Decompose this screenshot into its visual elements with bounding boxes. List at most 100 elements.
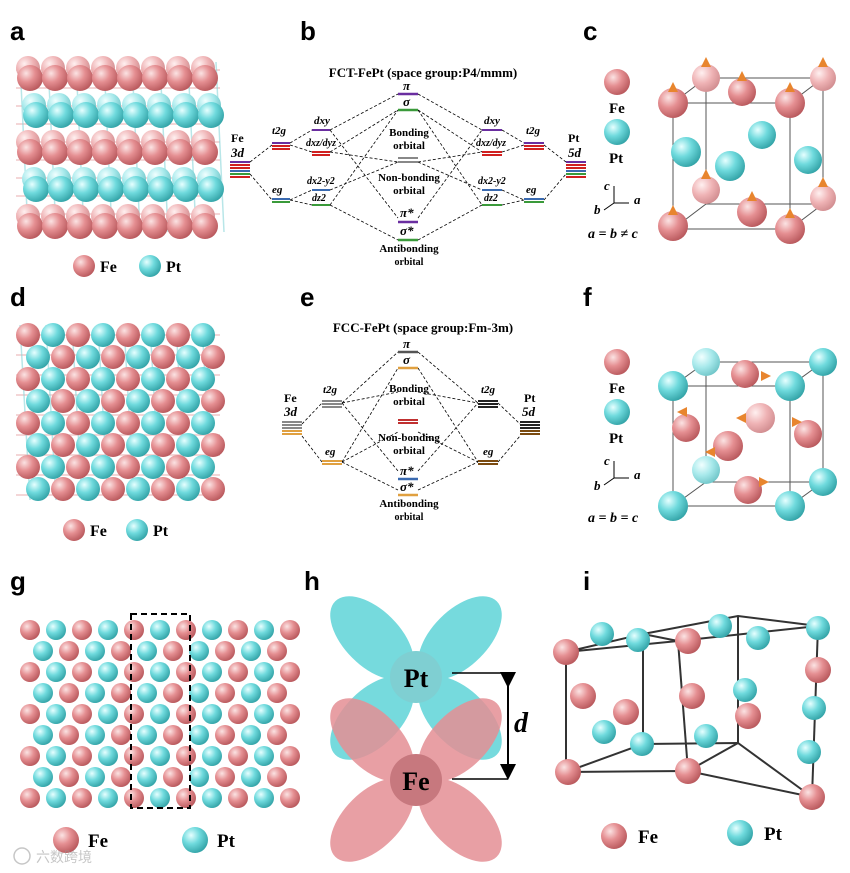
spin-arrow-icon xyxy=(747,191,757,201)
fcc-pi-star: π* xyxy=(400,463,414,478)
pt-atom xyxy=(176,389,200,413)
fe-atom xyxy=(151,433,175,457)
fcc-nonbonding-2: orbital xyxy=(393,445,425,457)
panel-label-b: b xyxy=(300,16,316,46)
pt-atom xyxy=(123,176,149,202)
pt-atom xyxy=(33,725,53,745)
legend-pt-label: Pt xyxy=(609,151,623,167)
fe-atom xyxy=(20,662,40,682)
fct-sigma-star: σ* xyxy=(400,223,414,238)
fe-atom xyxy=(613,699,639,725)
pt-atom xyxy=(33,683,53,703)
pt-atom xyxy=(141,455,165,479)
fe-atom xyxy=(201,477,225,501)
fe-atom xyxy=(66,367,90,391)
fe-atom xyxy=(116,367,140,391)
panel-label-h: h xyxy=(304,566,320,596)
pt-label: Pt xyxy=(404,664,429,693)
fe-atom xyxy=(117,139,143,165)
legend-pt-label: Pt xyxy=(217,831,236,852)
fct-pt-dxz-dyz: dxz/dyz xyxy=(476,138,506,149)
pt-atom xyxy=(254,662,274,682)
fe-atom xyxy=(735,703,761,729)
fe-atom xyxy=(692,64,720,92)
fe-atom xyxy=(775,214,805,244)
pt-atom xyxy=(98,746,118,766)
bond xyxy=(215,61,225,233)
spin-arrow-icon xyxy=(701,57,711,67)
fe-atom xyxy=(124,620,144,640)
fe-atom xyxy=(111,641,131,661)
pt-atom xyxy=(590,622,614,646)
fe-atom xyxy=(215,641,235,661)
pt-atom xyxy=(692,456,720,484)
fcc-antibonding-1: Antibonding xyxy=(379,498,439,510)
fe-atom xyxy=(201,433,225,457)
pt-atom xyxy=(33,641,53,661)
fct-unit-cell: Fe Pt c a b a = b ≠ c xyxy=(588,57,836,244)
fe-atom xyxy=(555,759,581,785)
fe-atom xyxy=(59,767,79,787)
legend-a: Fe Pt xyxy=(73,255,182,277)
fcc-bonding-1: Bonding xyxy=(389,383,429,395)
legend-d: Fe Pt xyxy=(63,519,169,541)
pt-atom xyxy=(85,725,105,745)
fe-atom xyxy=(16,455,40,479)
fe-orbital-lobes xyxy=(330,698,502,862)
fe-atom xyxy=(117,213,143,239)
pt-atom xyxy=(191,323,215,347)
fe-atom xyxy=(92,65,118,91)
pt-atom xyxy=(658,371,688,401)
pt-atom xyxy=(150,704,170,724)
fe-atom xyxy=(192,139,218,165)
fe-atom xyxy=(775,88,805,118)
pt-atom xyxy=(254,788,274,808)
fe-atom xyxy=(280,662,300,682)
fe-atom xyxy=(111,683,131,703)
panel-label-a: a xyxy=(10,16,25,46)
spin-arrow-icon xyxy=(668,205,678,215)
axis-a: a xyxy=(634,192,641,207)
fct-bonding-2: orbital xyxy=(393,140,425,152)
pt-atom xyxy=(137,683,157,703)
pt-atom xyxy=(746,626,770,650)
fct-pi: π xyxy=(403,78,411,93)
pt-atom xyxy=(191,411,215,435)
fe-atom xyxy=(67,139,93,165)
fe-atom xyxy=(59,725,79,745)
spin-arrow-icon xyxy=(737,71,747,81)
spin-arrow-icon xyxy=(705,447,715,457)
fe-atom xyxy=(176,620,196,640)
pt-atom xyxy=(76,345,100,369)
panel-label-g: g xyxy=(10,566,26,596)
fe-atom xyxy=(166,367,190,391)
pt-atom xyxy=(694,724,718,748)
pt-atom xyxy=(592,720,616,744)
fe-atom xyxy=(66,455,90,479)
fe-atom xyxy=(66,411,90,435)
fcc-pt-t2g: t2g xyxy=(481,384,496,396)
fe-atom xyxy=(267,641,287,661)
fe-atom xyxy=(142,65,168,91)
fe-atom xyxy=(675,628,701,654)
fept-supercell xyxy=(553,614,831,810)
spin-arrow-icon xyxy=(785,208,795,218)
fe-atom xyxy=(111,767,131,787)
lattice-relation-fcc: a = b = c xyxy=(588,511,639,526)
spin-arrow-icon xyxy=(818,57,828,67)
fe-atom xyxy=(101,389,125,413)
fe-atom xyxy=(228,788,248,808)
fe-atom xyxy=(72,746,92,766)
pt-atom xyxy=(91,411,115,435)
fcc-sigma-star: σ* xyxy=(400,479,414,494)
legend-pt-label: Pt xyxy=(609,431,623,447)
fe-atom xyxy=(151,389,175,413)
fe-atom xyxy=(151,345,175,369)
fe-atom xyxy=(672,414,700,442)
panel-label-c: c xyxy=(583,16,597,46)
pt-atom xyxy=(26,345,50,369)
fe-atom xyxy=(280,788,300,808)
fct-pt-5d-levels xyxy=(566,161,586,178)
fe-atom xyxy=(737,197,767,227)
legend-pt-atom xyxy=(182,827,208,853)
